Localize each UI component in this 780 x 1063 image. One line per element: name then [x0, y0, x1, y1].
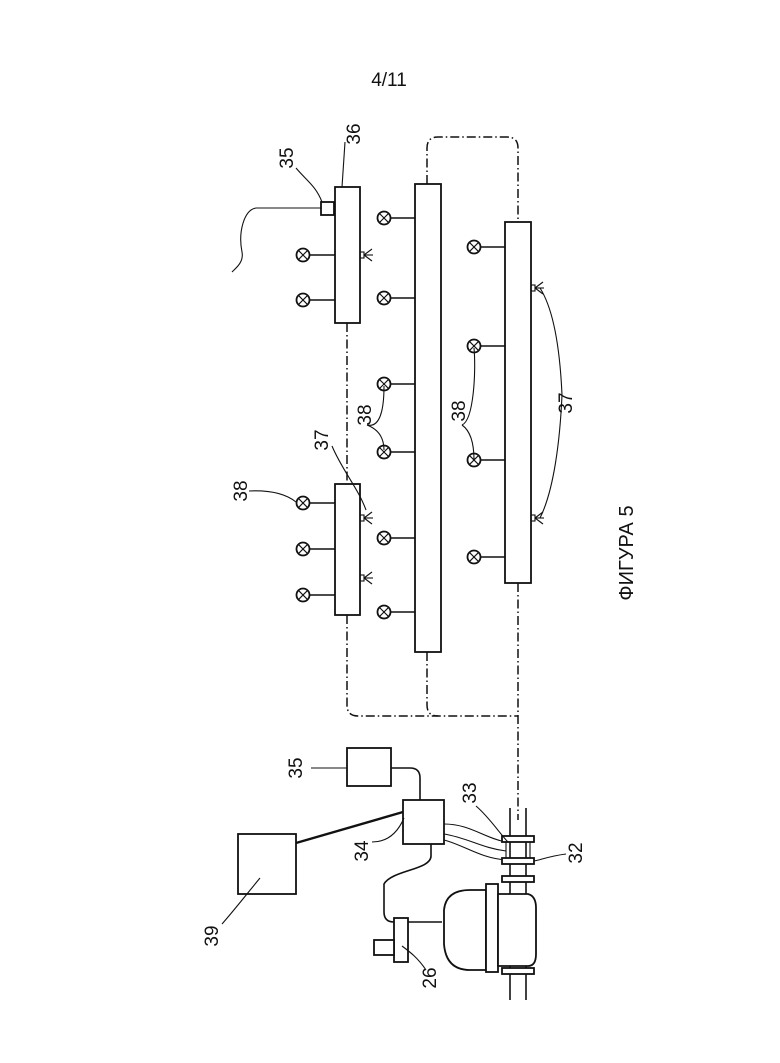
label-38-right: 38 — [449, 400, 470, 421]
leader-32 — [534, 854, 566, 861]
valve-38-1 — [297, 249, 336, 262]
branch-line-middle — [427, 652, 438, 716]
actuator-26 — [374, 918, 408, 962]
manifold-36 — [335, 187, 360, 323]
leader-34 — [372, 818, 404, 842]
valve-38-5 — [297, 589, 336, 602]
valve-38-2 — [297, 294, 336, 307]
manifold-left — [335, 484, 360, 615]
label-39: 39 — [202, 925, 223, 946]
figure-caption: ФИГУРА 5 — [616, 505, 638, 600]
valve-38-3 — [297, 497, 336, 510]
block-39 — [238, 834, 296, 894]
page-number: 4/11 — [371, 70, 407, 91]
leader-33 — [476, 806, 508, 842]
valve-38-6 — [378, 212, 416, 225]
manifold-right — [505, 222, 531, 583]
link-35-34 — [391, 768, 420, 800]
control-unit-34 — [403, 800, 444, 844]
label-36: 36 — [344, 123, 365, 144]
leader-37-right-a — [540, 288, 562, 395]
valve-38-12 — [468, 241, 506, 254]
valve-38-13 — [468, 340, 506, 353]
valve-38-15 — [468, 551, 506, 564]
valve-38-7 — [378, 292, 416, 305]
label-26: 26 — [420, 967, 441, 988]
pump-housing — [444, 884, 536, 972]
valve-38-14 — [468, 454, 506, 467]
label-34: 34 — [352, 840, 373, 862]
valve-38-11 — [378, 606, 416, 619]
label-35-top: 35 — [277, 147, 298, 168]
label-37-right: 37 — [556, 392, 577, 413]
label-33: 33 — [460, 782, 481, 803]
label-35-bottom: 35 — [286, 757, 307, 778]
nozzle-37-3 — [360, 572, 373, 584]
valve-38-4 — [297, 543, 336, 556]
valve-group — [297, 212, 506, 619]
label-37-left: 37 — [312, 429, 333, 450]
sensor-cable — [232, 208, 321, 272]
link-34-motor — [384, 844, 442, 922]
valve-38-9 — [378, 446, 416, 459]
nozzle-37-2 — [360, 512, 373, 524]
nozzle-37-1 — [360, 249, 373, 261]
flange-32 — [502, 858, 534, 864]
leader-38-left — [249, 491, 296, 502]
manifold-center — [415, 184, 441, 652]
signal-line-a — [444, 824, 506, 842]
leader-35-top — [296, 168, 322, 202]
label-38-left: 38 — [231, 480, 252, 501]
leader-36 — [342, 142, 345, 187]
label-38-mid: 38 — [355, 404, 376, 425]
block-35 — [347, 748, 391, 786]
label-32: 32 — [566, 842, 587, 863]
valve-38-10 — [378, 532, 416, 545]
sensor-35-top — [321, 202, 334, 215]
valve-38-8 — [378, 378, 416, 391]
